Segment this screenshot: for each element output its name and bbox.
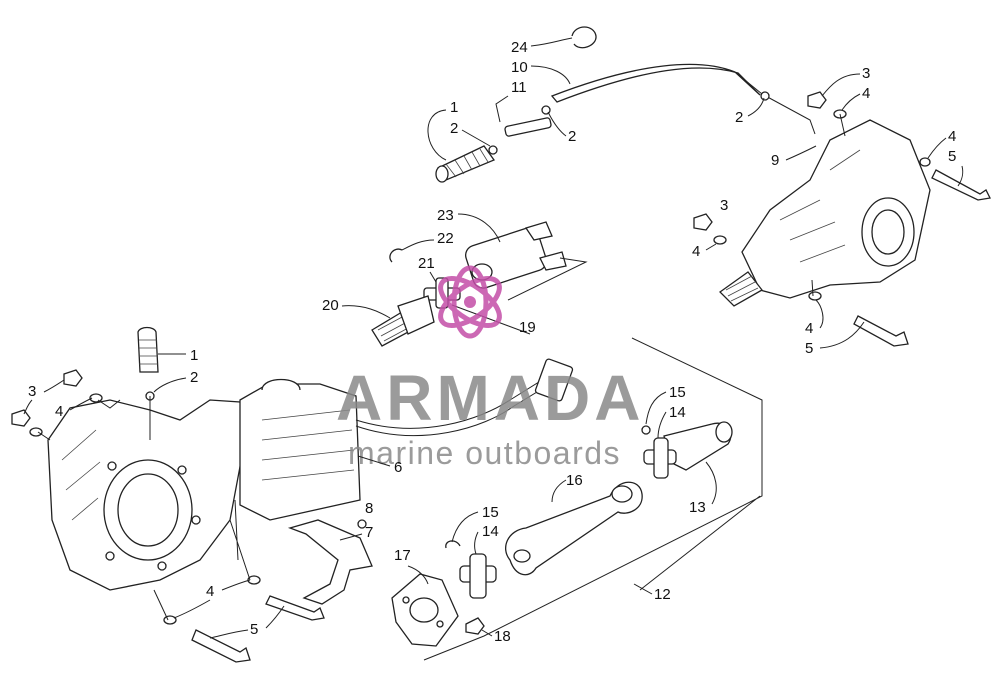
lower-propshaft-assembly [391,337,763,661]
callout-2-left: 2 [190,369,198,386]
callout-3-left: 3 [28,383,36,400]
shift-cable-assembly [435,26,816,183]
callout-4-right-top-b: 4 [948,128,956,145]
flange-17[interactable] [391,573,459,647]
armada-logo-icon [438,265,502,339]
actuator-motor-6[interactable] [239,358,574,521]
callout-8: 8 [365,500,373,517]
callout-6: 6 [394,459,402,476]
u-joint-14-right[interactable] [643,437,677,479]
callout-7: 7 [365,524,373,541]
clip-15-right[interactable] [641,425,651,435]
callout-labels: 24 10 11 1 2 2 2 3 4 9 4 5 3 4 4 5 23 22 [23,37,964,645]
callout-19: 19 [519,319,536,336]
screw-8[interactable] [357,519,367,529]
cable-end-11[interactable] [504,117,552,137]
callout-18: 18 [494,628,511,645]
nut-3-right-top[interactable] [807,91,827,109]
callout-21: 21 [418,255,435,272]
callout-5-right-bot: 5 [805,340,813,357]
callout-9: 9 [771,152,779,169]
callout-14-right: 14 [669,404,686,421]
watermark-tagline: marine outboards [348,435,621,471]
callout-2-top-c: 2 [735,109,743,126]
yoke-ears-23[interactable] [524,221,567,271]
callout-4-bottom: 4 [206,583,214,600]
bolt-5-bottom-a[interactable] [265,595,325,621]
retaining-ring-24[interactable] [571,26,597,49]
callout-5-right-top: 5 [948,148,956,165]
u-joint-14-mid[interactable] [459,553,497,599]
bolt-5-right-bot[interactable] [853,315,909,347]
callout-4-right-bot: 4 [805,320,813,337]
bolt-5-bottom-b[interactable] [191,629,251,663]
callout-15-mid: 15 [482,504,499,521]
callout-20: 20 [322,297,339,314]
callout-12: 12 [654,586,671,603]
callout-3-right-mid: 3 [720,197,728,214]
washer-4-right-top-b[interactable] [919,157,931,167]
rubber-boot-1-left[interactable] [137,326,159,373]
left-leaders [37,396,251,621]
callout-10: 10 [511,59,528,76]
armada-watermark: ARMADA marine outboards [336,265,644,471]
callout-23: 23 [437,207,454,224]
bolt-18[interactable] [465,617,485,635]
clip-22[interactable] [389,248,403,263]
callout-22: 22 [437,230,454,247]
callout-2-top-b: 2 [568,128,576,145]
rear-case-hardware [693,91,991,347]
callout-17: 17 [394,547,411,564]
callout-24: 24 [511,39,528,56]
shift-cable-10[interactable] [550,63,761,103]
callout-1-left: 1 [190,347,198,364]
clip-2-top-c[interactable] [760,91,770,101]
callout-15-right: 15 [669,384,686,401]
clip-15-mid[interactable] [445,540,461,549]
washer-4-right-mid[interactable] [713,235,727,245]
washer-4-bottom-a[interactable] [247,575,261,585]
washer-4-right-bot[interactable] [808,291,822,301]
front-gearcase-housing[interactable] [47,399,246,591]
washer-4-left-a[interactable] [89,393,103,403]
nut-3-right-mid[interactable] [693,213,713,231]
callout-4-left: 4 [55,403,63,420]
callout-5-bottom: 5 [250,621,258,638]
washer-4-left-b[interactable] [29,427,43,437]
bolt-5-right-top[interactable] [931,169,991,201]
callout-4-right-top-a: 4 [862,85,870,102]
propshaft-tube-16[interactable] [505,481,643,576]
watermark-brand: ARMADA [336,362,644,434]
nut-3-left-b[interactable] [11,409,31,427]
callout-11: 11 [511,79,527,96]
callout-1-top: 1 [450,99,458,116]
callout-14-mid: 14 [482,523,499,540]
rear-gear-case-9[interactable] [718,119,931,307]
callout-16: 16 [566,472,583,489]
rubber-boot-1-top[interactable] [435,145,496,183]
slip-yoke-13[interactable] [663,421,733,471]
washer-4-bottom-b[interactable] [163,615,177,625]
callout-4-right-mid: 4 [692,243,700,260]
callout-2-top-a: 2 [450,120,458,137]
callout-13: 13 [689,499,706,516]
nut-3-left-a[interactable] [63,369,83,387]
shaft-stub-20[interactable] [371,295,435,347]
bracket-7[interactable] [287,519,373,605]
callout-3-right-top: 3 [862,65,870,82]
clip-2-top-a[interactable] [488,145,498,155]
